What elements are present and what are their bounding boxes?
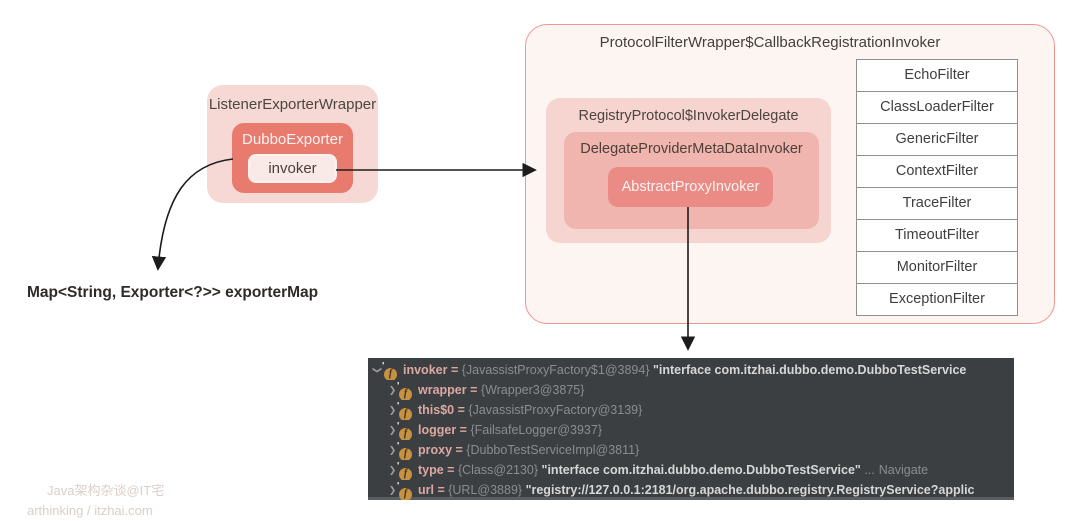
filter-item: TraceFilter (857, 187, 1017, 219)
field-icon: f' (397, 441, 412, 460)
variable-row[interactable]: ❯f' wrapper = {Wrapper3@3875} (368, 380, 1014, 400)
variable-value: {Wrapper3@3875} (480, 383, 585, 397)
variable-row[interactable]: ❯f' url = {URL@3889} "registry://127.0.0.… (368, 480, 1014, 500)
variable-string-value: "interface com.itzhai.dubbo.demo.DubboTe… (541, 463, 861, 477)
listener-exporter-wrapper-title: ListenerExporterWrapper (208, 96, 377, 113)
variable-value: {URL@3889} (448, 483, 526, 497)
variable-row[interactable]: ❯f' type = {Class@2130} "interface com.it… (368, 460, 1014, 480)
final-marker-icon: ' (397, 441, 400, 452)
invoker-delegate-box: RegistryProtocol$InvokerDelegate Delegat… (546, 98, 831, 243)
field-icon: f' (397, 481, 412, 500)
chevron-right-icon[interactable]: ❯ (388, 465, 397, 475)
filter-item: TimeoutFilter (857, 219, 1017, 251)
filter-item: ContextFilter (857, 155, 1017, 187)
filter-item: EchoFilter (904, 67, 970, 83)
filter-item: MonitorFilter (857, 251, 1017, 283)
field-icon: f' (397, 381, 412, 400)
variable-name: url (418, 483, 434, 497)
variable-value: {JavassistProxyFactory$1@3894} (461, 363, 653, 377)
exporter-map-label: Map<String, Exporter<?>> exporterMap (27, 284, 319, 301)
equals-sign: = (466, 383, 481, 397)
chevron-right-icon[interactable]: ❯ (388, 405, 397, 415)
field-icon: f' (397, 421, 412, 440)
final-marker-icon: ' (397, 461, 400, 472)
final-marker-icon: ' (397, 421, 400, 432)
invoker-delegate-title: RegistryProtocol$InvokerDelegate (578, 108, 799, 124)
debugger-variables-panel: ❯f'invoker = {JavassistProxyFactory$1@38… (368, 358, 1014, 500)
protocol-filter-wrapper-box: ProtocolFilterWrapper$CallbackRegistrati… (525, 24, 1055, 324)
variable-row[interactable]: ❯f' logger = {FailsafeLogger@3937} (368, 420, 1014, 440)
watermark-line2: arthinking / itzhai.com (27, 503, 153, 518)
chevron-right-icon[interactable]: ❯ (388, 425, 397, 435)
watermark: Java架构杂谈@IT宅 arthinking / itzhai.com (27, 481, 164, 521)
metadata-invoker-box: DelegateProviderMetaDataInvoker Abstract… (564, 132, 819, 229)
equals-sign: = (443, 463, 458, 477)
variable-name: type (418, 463, 444, 477)
variable-string-value: "registry://127.0.0.1:2181/org.apache.du… (525, 483, 975, 497)
final-marker-icon: ' (397, 381, 400, 392)
watermark-line1: Java架构杂谈@IT宅 (47, 483, 165, 498)
variable-value: {FailsafeLogger@3937} (470, 423, 602, 437)
equals-sign: = (454, 403, 469, 417)
equals-sign: = (433, 483, 449, 497)
listener-exporter-wrapper-box: ListenerExporterWrapper DubboExporter in… (207, 85, 378, 203)
field-icon: f' (397, 401, 412, 420)
variable-name: logger (418, 423, 457, 437)
variable-value: {Class@2130} (457, 463, 542, 477)
variable-value: {DubboTestServiceImpl@3811} (466, 443, 640, 457)
chevron-right-icon[interactable]: ❯ (388, 485, 397, 495)
variable-name: proxy (418, 443, 453, 457)
variable-name: invoker (403, 363, 448, 377)
metadata-invoker-title: DelegateProviderMetaDataInvoker (580, 141, 803, 157)
variable-value: {JavassistProxyFactory@3139} (468, 403, 643, 417)
chevron-right-icon[interactable]: ❯ (388, 445, 397, 455)
variable-row[interactable]: ❯f' proxy = {DubboTestServiceImpl@3811} (368, 440, 1014, 460)
variable-name: this$0 (418, 403, 455, 417)
equals-sign: = (456, 423, 471, 437)
filter-item: ExceptionFilter (857, 283, 1017, 315)
protocol-filter-wrapper-title: ProtocolFilterWrapper$CallbackRegistrati… (599, 34, 941, 51)
variable-row[interactable]: ❯f' this$0 = {JavassistProxyFactory@3139} (368, 400, 1014, 420)
variable-name: wrapper (418, 383, 467, 397)
abstract-proxy-invoker-box: AbstractProxyInvoker (608, 167, 773, 207)
debugger-scrollbar[interactable] (368, 497, 1014, 500)
dubbo-exporter-title: DubboExporter (242, 131, 343, 148)
final-marker-icon: ' (382, 361, 385, 372)
final-marker-icon: ' (397, 401, 400, 412)
variable-string-value: "interface com.itzhai.dubbo.demo.DubboTe… (652, 363, 967, 377)
field-icon: f' (382, 361, 397, 380)
chevron-right-icon[interactable]: ❯ (388, 385, 397, 395)
navigate-link[interactable]: Navigate (878, 463, 929, 477)
dubbo-exporter-box: DubboExporter invoker (232, 123, 353, 193)
equals-sign: = (452, 443, 467, 457)
equals-sign: = (447, 363, 462, 377)
invoker-box: invoker (248, 154, 337, 183)
variable-row[interactable]: ❯f'invoker = {JavassistProxyFactory$1@38… (368, 360, 1014, 380)
final-marker-icon: ' (397, 481, 400, 492)
ellipsis: ... (860, 463, 875, 477)
filter-item: ClassLoaderFilter (857, 91, 1017, 123)
filter-item: GenericFilter (857, 123, 1017, 155)
field-icon: f' (397, 461, 412, 480)
